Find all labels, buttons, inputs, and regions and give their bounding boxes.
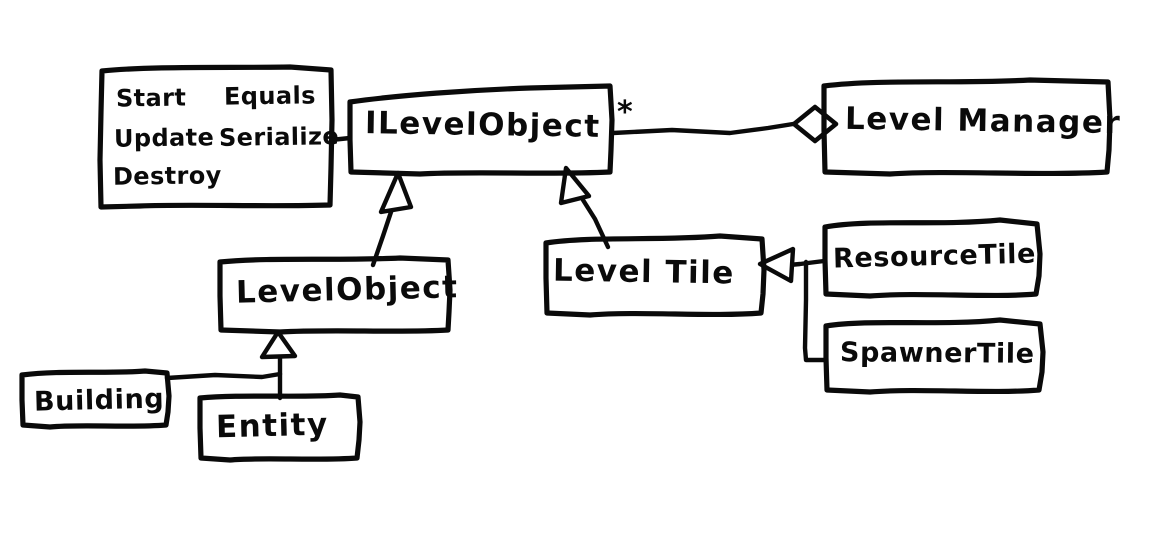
class-label-building: Building	[33, 383, 165, 418]
class-label-entity: Entity	[215, 406, 330, 446]
connector-tiles-trunk	[802, 259, 827, 363]
connector-building-to-trunk	[164, 371, 283, 381]
class-label-spawnertile: SpawnerTile	[839, 337, 1035, 370]
spawnertile-box-outline	[823, 317, 1046, 395]
generalization-arrowhead-levelobject-icon	[259, 329, 298, 360]
method-label-destroy: Destroy	[112, 161, 222, 191]
method-label-update: Update	[113, 123, 215, 153]
method-label-start: Start	[115, 83, 187, 113]
generalization-arrowhead-tiles-icon	[757, 246, 796, 284]
method-label-equals: Equals	[223, 81, 316, 111]
connector-aggregation-line	[610, 121, 796, 136]
class-label-resourcetile: ResourceTile	[832, 238, 1037, 275]
methods-box-outline	[97, 64, 335, 210]
class-label-levelmanager: Level Manager	[844, 100, 1122, 142]
class-label-leveltile: Level Tile	[552, 252, 736, 292]
connector-levelobject-to-ilevelobject	[370, 206, 395, 268]
levelmanager-box-outline	[821, 77, 1113, 177]
aggregation-diamond-icon	[791, 104, 839, 144]
levelobject-box-outline	[217, 255, 453, 335]
class-label-ilevelobject: ILevelObject	[364, 105, 601, 145]
resourcetile-box-outline	[822, 217, 1043, 299]
building-box-outline	[19, 368, 172, 430]
method-label-serialize: Serialize	[218, 122, 340, 152]
leveltile-box-outline	[543, 233, 767, 318]
entity-box-outline	[197, 392, 363, 463]
realization-arrowhead-levelobject-icon	[378, 170, 414, 215]
realization-arrowhead-leveltile-icon	[558, 165, 592, 206]
multiplicity-label-star: *	[617, 95, 634, 130]
class-label-levelobject: LevelObject	[235, 269, 459, 311]
ilevelobject-box-outline	[347, 83, 615, 177]
